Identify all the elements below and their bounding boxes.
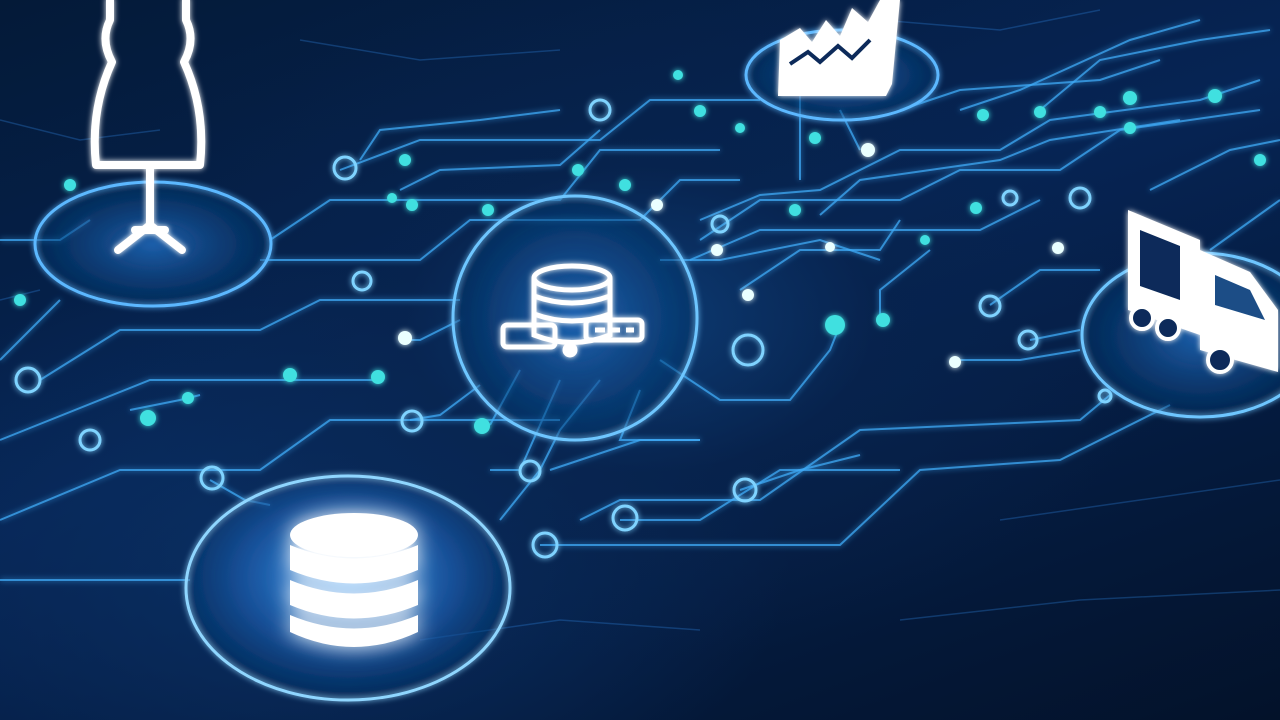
- database-network-icon: [500, 263, 645, 358]
- database-icon: [290, 513, 418, 647]
- dress-form-icon: [90, 0, 206, 254]
- delivery-truck-icon: [1128, 210, 1278, 374]
- hub-factory: [744, 0, 940, 122]
- hub-apparel: [33, 0, 273, 308]
- bright-nodes: [398, 143, 1064, 368]
- hub-database: [184, 474, 512, 702]
- hub-data-center: [451, 194, 699, 442]
- ring-nodes: [14, 98, 1113, 559]
- solid-nodes: [14, 70, 1266, 434]
- hub-logistics: [1080, 210, 1280, 419]
- factory-icon: [778, 0, 900, 96]
